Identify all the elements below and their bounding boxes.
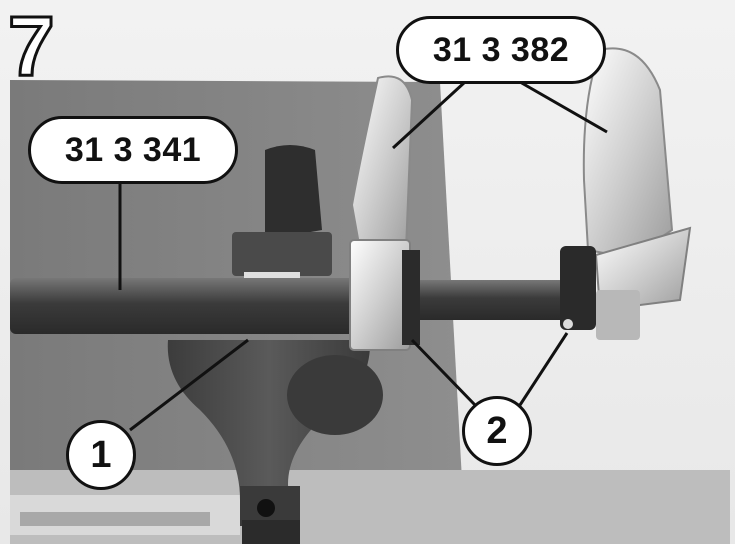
- callout-1: 1: [66, 420, 136, 490]
- tool-label-31-3-341: 31 3 341: [28, 116, 238, 184]
- tool-label-31-3-382: 31 3 382: [396, 16, 606, 84]
- callout-2: 2: [462, 396, 532, 466]
- step-number: 7: [7, 0, 57, 93]
